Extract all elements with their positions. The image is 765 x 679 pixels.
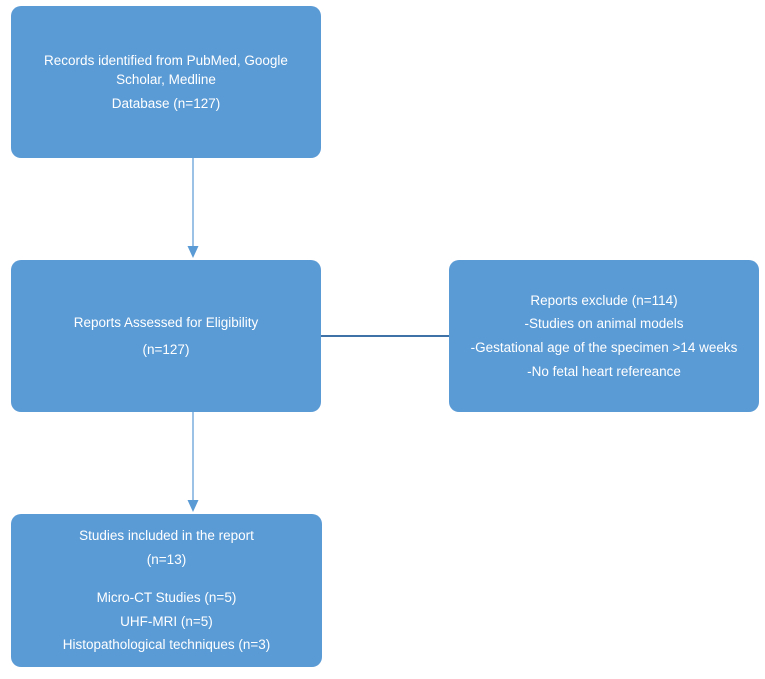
excluded-line-4: -No fetal heart refereance xyxy=(527,363,681,379)
reports-assessed-box: Reports Assessed for Eligibility (n=127) xyxy=(11,260,321,412)
assessed-line-2: (n=127) xyxy=(142,341,190,357)
excluded-line-3: -Gestational age of the specimen >14 wee… xyxy=(470,340,738,355)
assessed-line-1: Reports Assessed for Eligibility xyxy=(73,314,259,330)
excluded-line-2: -Studies on animal models xyxy=(524,316,684,332)
arrow-assessed-to-included xyxy=(187,412,199,512)
included-line-2: (n=13) xyxy=(146,551,187,567)
included-line-5: Histopathological techniques (n=3) xyxy=(62,637,271,653)
studies-included-box: Studies included in the report (n=13) Mi… xyxy=(11,514,322,667)
arrow-records-to-assessed xyxy=(187,158,199,258)
records-identified-box: Records identified from PubMed, Google S… xyxy=(11,6,321,158)
excluded-line-1: Reports exclude (n=114) xyxy=(530,292,678,308)
records-line-1: Records identified from PubMed, Google S… xyxy=(44,52,292,88)
reports-excluded-box: Reports exclude (n=114) -Studies on anim… xyxy=(449,260,759,412)
included-line-1: Studies included in the report xyxy=(79,528,254,544)
records-line-2: Database (n=127) xyxy=(111,95,221,111)
included-line-3: Micro-CT Studies (n=5) xyxy=(96,590,237,606)
included-line-4: UHF-MRI (n=5) xyxy=(120,613,213,629)
